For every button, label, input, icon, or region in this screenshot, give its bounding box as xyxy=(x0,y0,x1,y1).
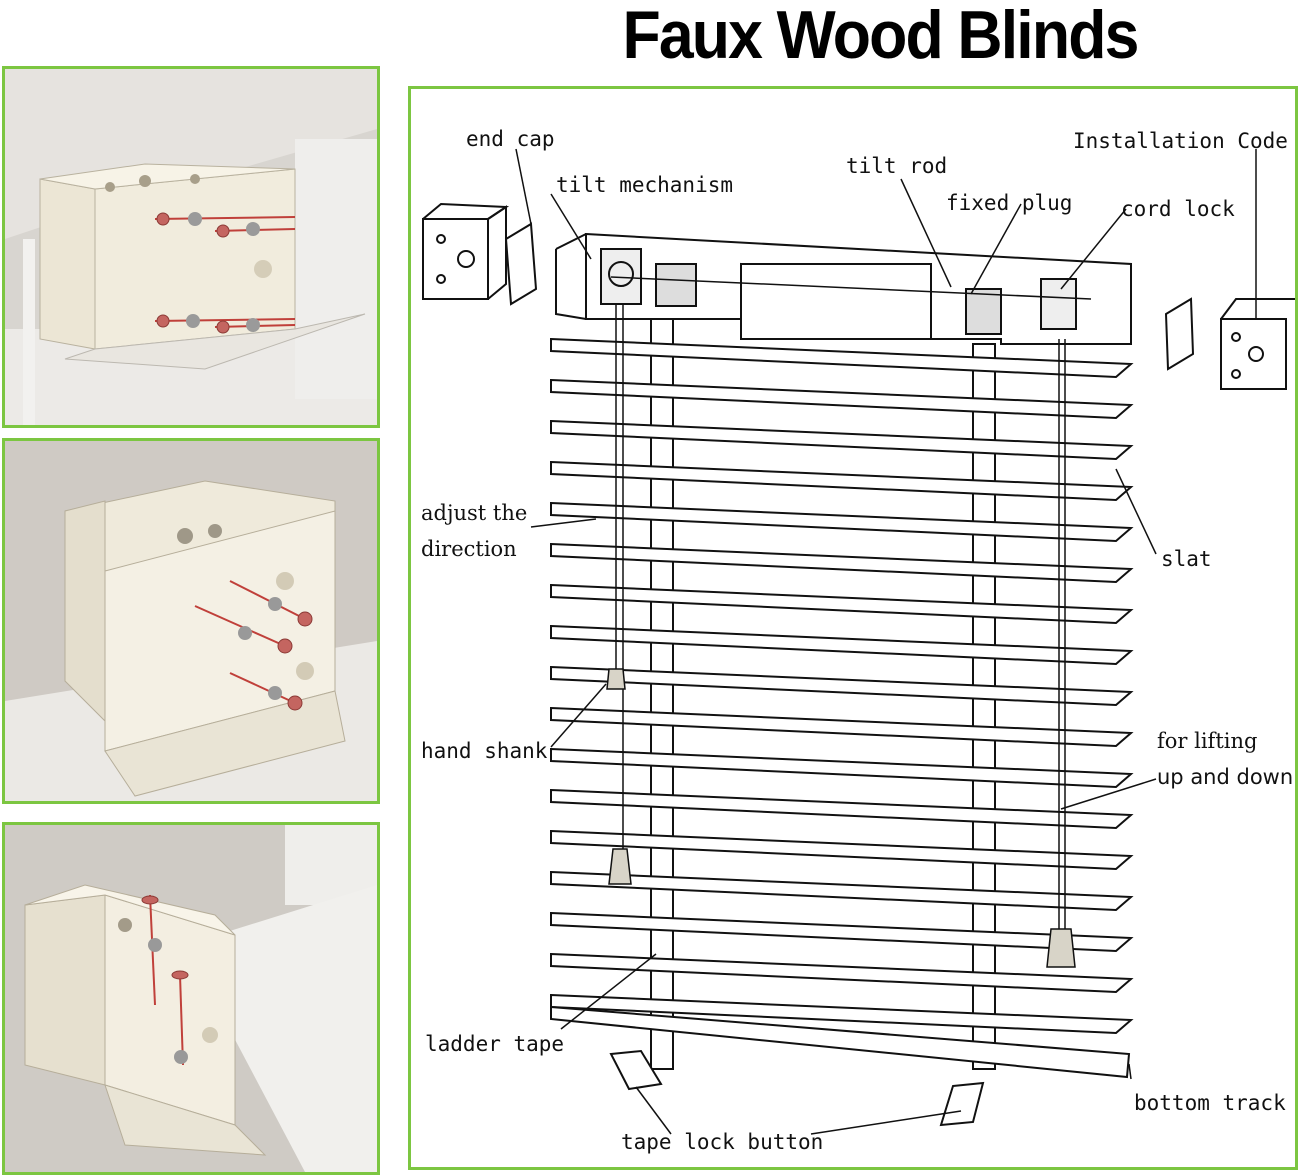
slat xyxy=(550,542,1134,584)
slat xyxy=(550,829,1134,871)
label-up-and-down: up and down xyxy=(1157,765,1294,789)
slat xyxy=(550,911,1134,953)
label-slat: slat xyxy=(1161,547,1212,571)
slat xyxy=(550,993,1134,1035)
slat xyxy=(550,460,1134,502)
label-tilt-mechanism: tilt mechanism xyxy=(556,173,734,197)
slat xyxy=(550,337,1134,379)
label-hand-shank: hand shank xyxy=(421,739,548,763)
label-end-cap: end cap xyxy=(466,127,555,151)
blinds-diagram: end cap tilt mechanism tilt rod fixed pl… xyxy=(408,86,1298,1170)
slat xyxy=(550,952,1134,994)
page-title: Faux Wood Blinds xyxy=(622,0,1139,73)
label-tilt-rod: tilt rod xyxy=(846,154,948,178)
slat xyxy=(550,378,1134,420)
label-adjust-the: adjust the xyxy=(421,501,528,525)
slat xyxy=(550,706,1134,748)
slat xyxy=(550,665,1134,707)
slat xyxy=(550,419,1134,461)
slat xyxy=(550,747,1134,789)
label-tape-lock-button: tape lock button xyxy=(621,1130,824,1154)
label-for-lifting: for lifting xyxy=(1157,729,1258,753)
label-fixed-plug: fixed plug xyxy=(946,191,1073,215)
label-direction: direction xyxy=(421,537,517,561)
label-ladder-tape: ladder tape xyxy=(425,1032,565,1056)
slat xyxy=(550,501,1134,543)
slat xyxy=(550,624,1134,666)
bracket-photo-2 xyxy=(2,438,380,804)
slat xyxy=(550,583,1134,625)
bracket-photo-3 xyxy=(2,822,380,1175)
slat xyxy=(550,788,1134,830)
bracket-photo-1 xyxy=(2,66,380,428)
label-bottom-track: bottom track xyxy=(1134,1091,1286,1115)
slat xyxy=(550,870,1134,912)
label-installation-code: Installation Code xyxy=(1073,129,1288,153)
label-cord-lock: cord lock xyxy=(1121,197,1235,221)
